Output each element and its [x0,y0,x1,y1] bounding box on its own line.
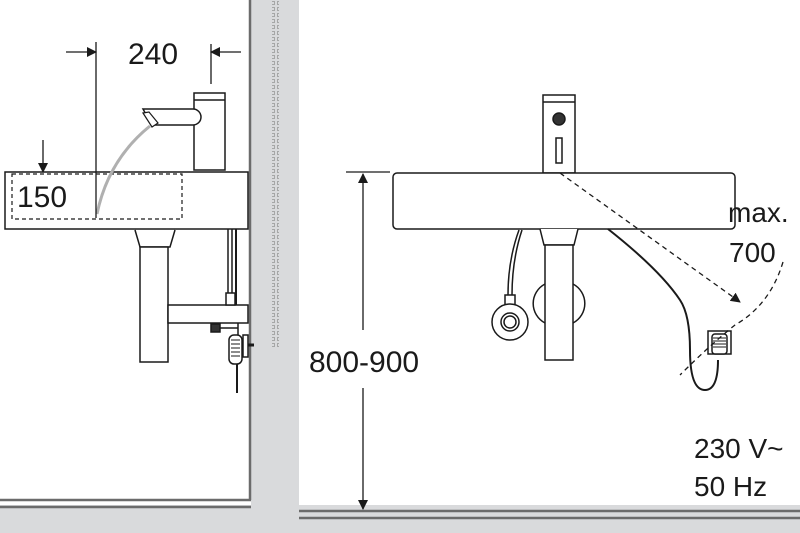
reach-line-dashed [559,172,741,303]
sensor-eye [552,112,566,126]
wall-plate [242,334,249,358]
sensor-window [555,137,563,164]
angle-valve [228,334,243,365]
faucet-body-side [193,92,226,171]
angle-valve-front [491,303,529,341]
drain-collar-left [532,283,546,324]
angle-valve-inner [503,315,517,329]
basin-front [392,172,736,230]
drain-pipe-front [544,244,574,361]
drain-flange [134,229,176,248]
drain-flange-front [539,228,579,246]
power-cable [607,228,719,392]
drain-collar-right [572,283,586,324]
aerator [142,111,159,128]
angle-valve-threads [231,339,240,357]
plug-ribs [713,337,726,348]
supply-hose-front [507,229,520,296]
drain-pipe [139,246,169,363]
water-stream [95,124,151,215]
dim-240-label: 240 [128,38,178,71]
valve-knob [210,323,221,333]
angle-valve-outlet [500,312,520,332]
side-view [4,42,254,393]
faucet-spout [141,108,202,126]
dim-height-label: 800-900 [309,346,419,379]
bowl-outline-dashed [11,173,183,220]
reach-label-value: 700 [729,237,776,268]
power-voltage-label: 230 V~ [694,433,784,464]
hose-fitting [225,292,236,306]
dim-150-label: 150 [17,181,67,214]
reach-arc-dashed [679,261,784,376]
reach-label-max: max. [728,197,789,228]
supply-hose-front-2 [511,229,523,296]
power-frequency-label: 50 Hz [694,471,767,502]
wall-tile-dots [272,0,279,348]
right-panel-wall-strip [290,0,299,533]
wall-bracket [167,304,249,324]
front-view [346,94,784,510]
